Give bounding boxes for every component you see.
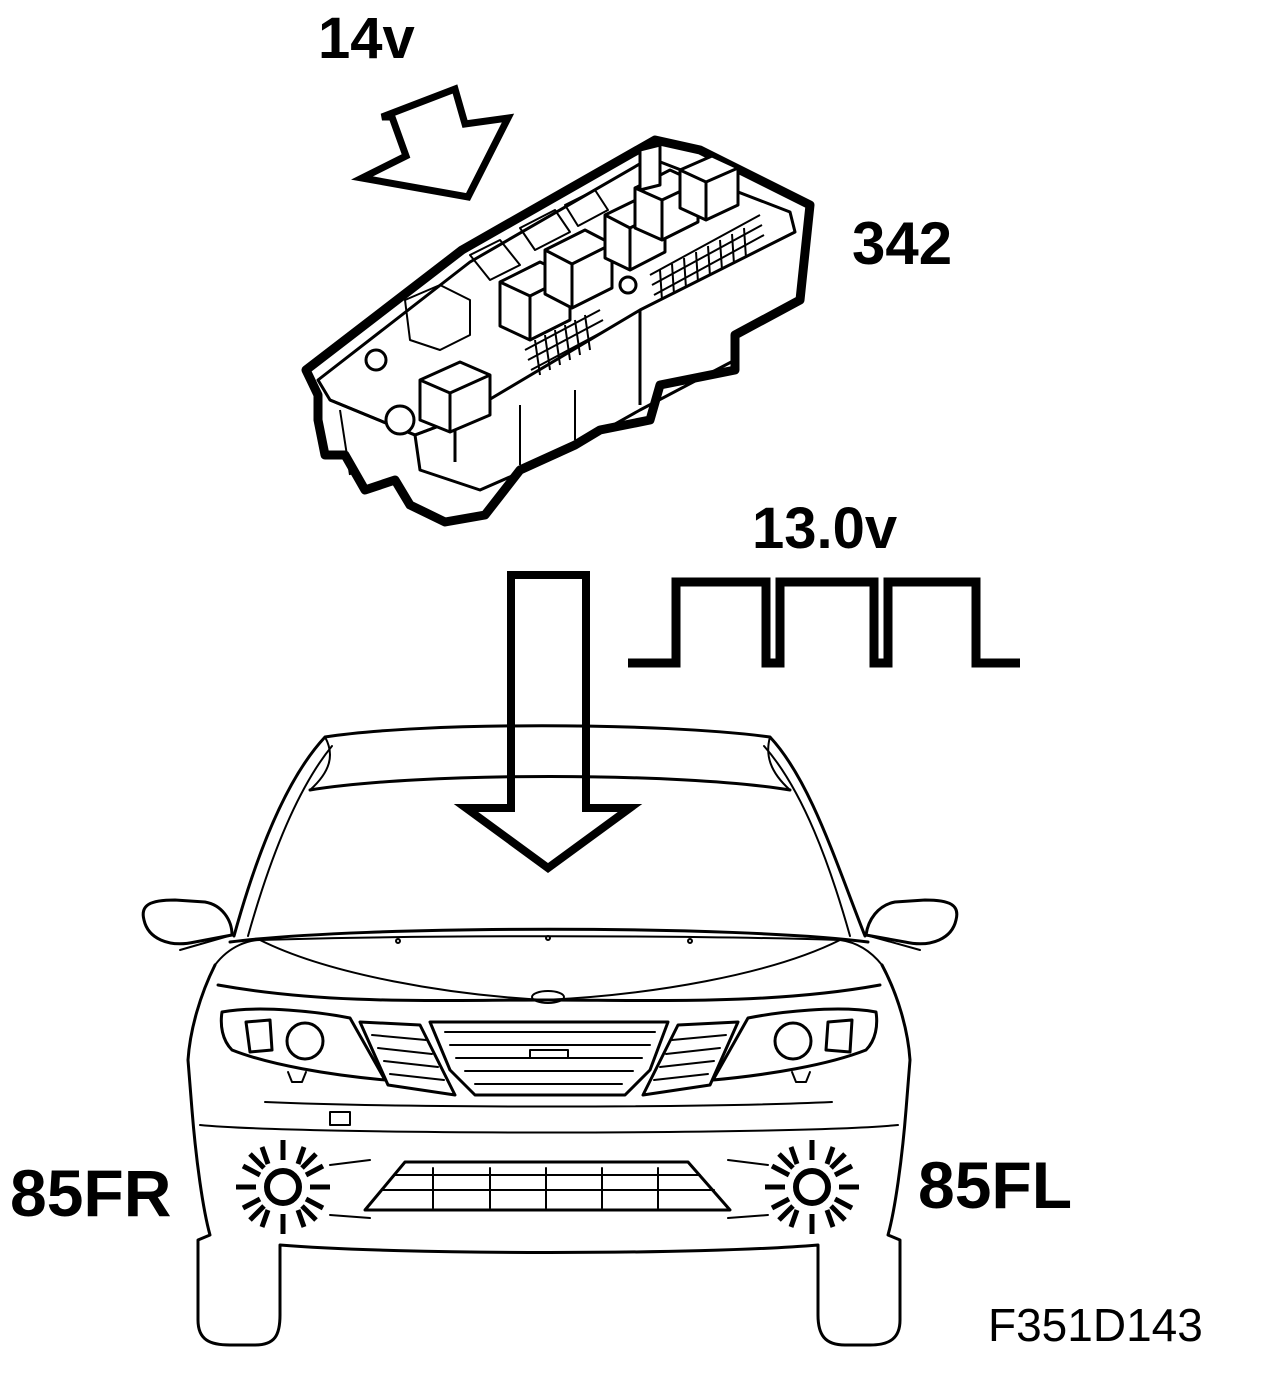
input-arrow-icon [351,84,515,201]
lamp-right-light-burst-icon [236,1140,330,1234]
lamp-right-label: 85FR [10,1156,172,1230]
output-voltage-label: 13.0v [752,496,898,561]
square-wave-icon [628,577,1020,668]
input-voltage-label: 14v [318,6,415,71]
lamp-left-light-burst-icon [765,1140,859,1234]
output-arrow-icon [453,571,643,873]
figure-code-label: F351D143 [988,1299,1203,1351]
car-front-icon [141,724,959,1347]
fuse-relay-box-icon [301,135,815,527]
lamp-left-label: 85FL [918,1148,1073,1222]
control-unit-label: 342 [852,210,953,277]
